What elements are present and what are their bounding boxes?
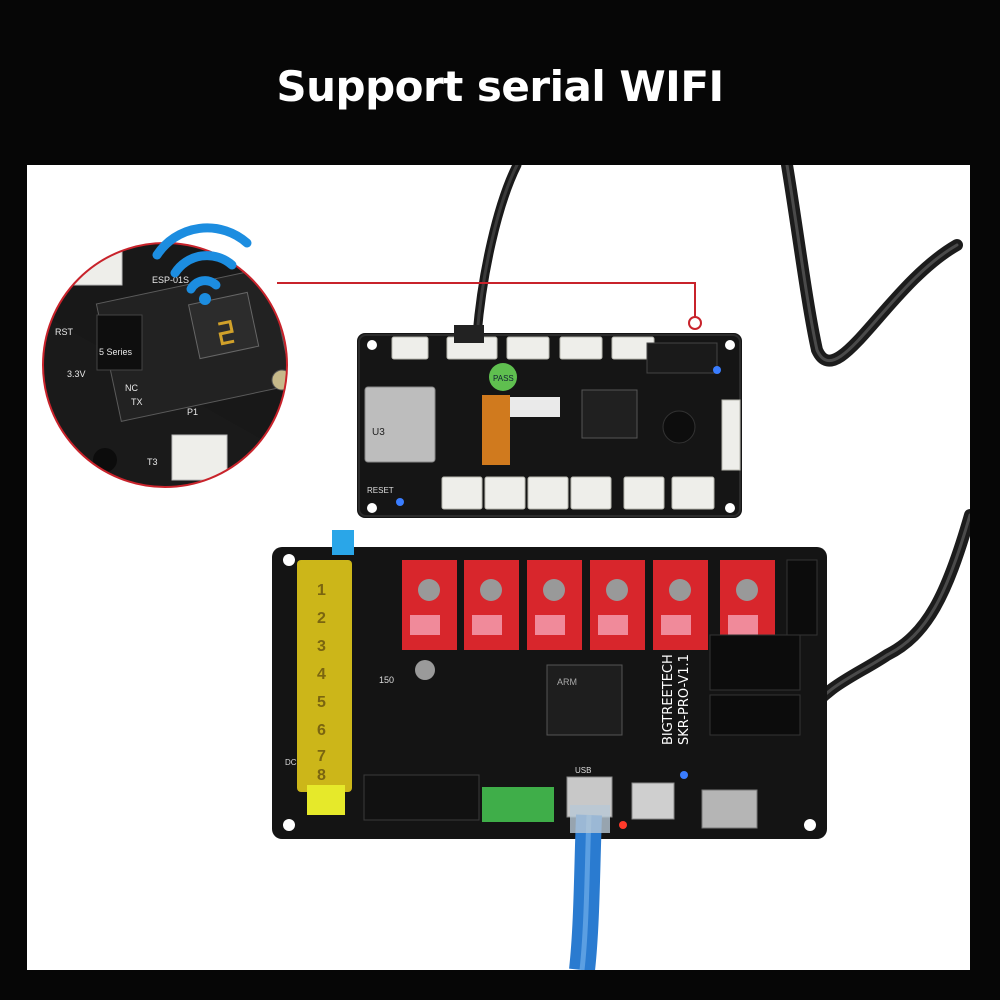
inset-silk-nc: NC xyxy=(125,383,138,393)
encoder-connector xyxy=(721,399,741,471)
silk-pass: PASS xyxy=(493,374,514,383)
silk-usb: USB xyxy=(575,766,591,775)
usb-cable xyxy=(569,805,610,970)
ribbon-cable xyxy=(472,165,970,721)
inset-silk-p1: P1 xyxy=(187,407,198,417)
banner-title: Support serial WIFI xyxy=(276,62,724,111)
endstop-headers xyxy=(709,559,818,736)
wifi-icon xyxy=(152,223,252,294)
lcd-mcu-chip xyxy=(581,389,638,439)
brand-line-1: BIGTREETECH xyxy=(661,654,676,745)
sd-card-slot-main xyxy=(701,789,758,829)
power-terminal-block xyxy=(297,560,352,792)
terminal-number-3: 3 xyxy=(317,638,326,655)
inset-module-label: ESP-01S xyxy=(152,275,189,285)
brand-line-2: SKR-PRO-V1.1 xyxy=(677,654,692,745)
silk-arm: ARM xyxy=(557,677,577,687)
bottom-connectors xyxy=(441,476,715,510)
bottom-terminals xyxy=(363,774,554,822)
esp-module-small xyxy=(646,342,718,374)
inset-silk-tx: TX xyxy=(131,397,143,407)
sd-card-slot xyxy=(364,386,436,463)
product-photo: U3 PASS RESET xyxy=(27,165,970,970)
flex-cable xyxy=(482,395,510,465)
pass-sticker xyxy=(489,363,517,391)
terminal-number-7: 7 xyxy=(317,748,326,765)
terminal-number-2: 2 xyxy=(317,610,326,627)
callout-line xyxy=(277,282,702,330)
silk-u3: U3 xyxy=(372,427,385,438)
terminal-number-5: 5 xyxy=(317,694,326,711)
wifi-dot xyxy=(199,293,211,305)
main-board: 1 2 3 4 5 6 7 8 xyxy=(272,530,827,839)
zoom-inset: ESP-01S RST NC TX 3.3V P1 T3 T2 5 Series xyxy=(41,223,289,489)
inset-silk-3v3: 3.3V xyxy=(67,369,86,379)
terminal-number-4: 4 xyxy=(317,666,326,683)
main-mcu-chip xyxy=(546,664,623,736)
inset-silk-series: 5 Series xyxy=(99,347,133,357)
silk-150: 150 xyxy=(379,675,394,685)
fuse-yellow xyxy=(307,785,345,815)
terminal-number-6: 6 xyxy=(317,722,326,739)
inset-silk-t3: T3 xyxy=(147,457,158,467)
reset-led xyxy=(396,498,404,506)
status-led-blue xyxy=(713,366,721,374)
usb-a-port xyxy=(631,782,675,820)
cable-plug xyxy=(454,325,484,343)
buzzer xyxy=(662,410,696,444)
fuse-blue xyxy=(332,530,354,555)
lcd-adapter-board: U3 PASS RESET xyxy=(357,325,742,518)
capacitor xyxy=(415,660,435,680)
main-led-blue xyxy=(680,771,688,779)
main-led-red xyxy=(619,821,627,829)
silk-dc: DC xyxy=(285,758,297,767)
terminal-number-1: 1 xyxy=(317,582,326,599)
silk-reset: RESET xyxy=(367,486,394,495)
terminal-number-8: 8 xyxy=(317,767,326,784)
flex-connector xyxy=(510,397,560,417)
inset-silk-rst: RST xyxy=(55,327,74,337)
